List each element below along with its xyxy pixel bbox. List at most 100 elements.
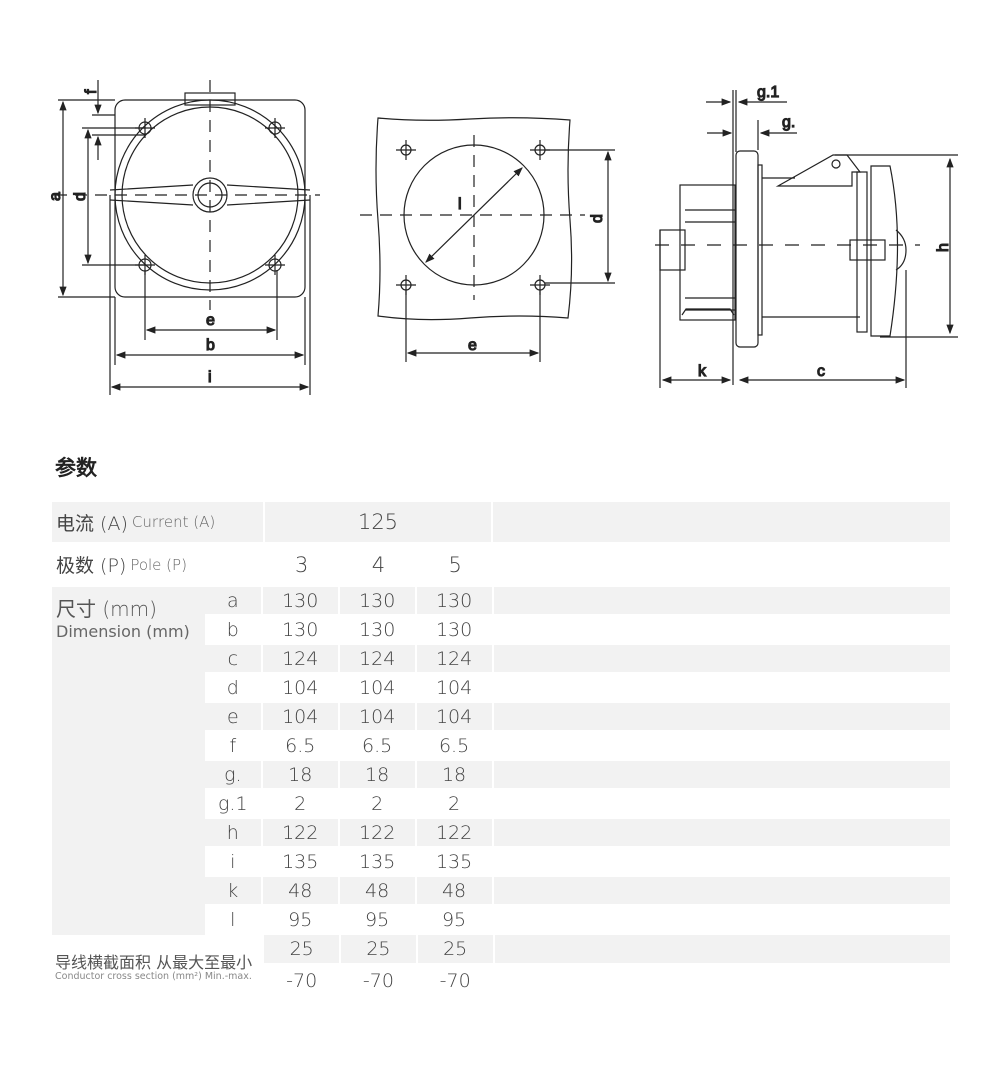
dimension-value: 135 [359, 850, 396, 873]
conductor-label-zh: 导线横截面积 从最大至最小 [55, 953, 253, 972]
dimension-key: g.1 [218, 792, 248, 815]
dimension-value: 104 [359, 676, 396, 699]
dimension-key: f [229, 734, 237, 757]
dimension-value: 6.5 [285, 734, 316, 757]
dimension-value: 130 [339, 587, 415, 614]
empty-cell [495, 965, 950, 997]
empty-cell [494, 935, 951, 963]
empty-cell [493, 645, 951, 672]
dimension-value: 95 [365, 908, 390, 931]
dimension-value: 122 [416, 819, 492, 846]
dimension-value: 104 [282, 676, 319, 699]
empty-cell [493, 877, 951, 904]
dimension-value: 130 [262, 587, 338, 614]
dimension-value: 124 [416, 645, 492, 672]
dimension-key: b [226, 618, 239, 641]
dimension-value: 104 [339, 703, 415, 730]
dimension-value: 6.5 [438, 734, 470, 757]
dimension-value: 130 [435, 618, 473, 641]
pole-label: 极数 (P)Pole (P) [52, 544, 262, 585]
empty-cell [493, 761, 951, 788]
dimension-value: 130 [359, 618, 396, 641]
dimension-value: 122 [262, 819, 338, 846]
dimension-value: 104 [262, 703, 338, 730]
empty-cell [494, 616, 950, 643]
empty-cell [495, 544, 950, 585]
front-view: a d f e b i [46, 80, 320, 395]
dim-label-k: k [698, 363, 707, 380]
dimension-value: 124 [262, 645, 338, 672]
dimension-row: f 6.5 6.5 6.5 [52, 732, 950, 759]
dim-label-g: g. [782, 114, 795, 131]
panel-cutout-view: l d e [360, 117, 615, 362]
dim-label-c: c [817, 363, 825, 380]
dimension-value: 18 [339, 761, 415, 788]
empty-cell [493, 703, 951, 730]
dimension-key: k [204, 877, 261, 904]
dimension-value: 135 [435, 850, 473, 873]
dimension-label-zh: 尺寸 (mm) [56, 597, 157, 621]
dimension-value: 48 [339, 877, 415, 904]
dimension-key: c [204, 645, 261, 672]
dimension-value: 124 [339, 645, 415, 672]
pole-value: 4 [371, 552, 386, 577]
current-label: 电流 (A)Current (A) [52, 502, 263, 542]
dim-label-d2: d [589, 214, 606, 223]
side-view: g.1 g. h k c [655, 83, 958, 388]
current-label-zh: 电流 (A) [56, 512, 128, 535]
dim-label-h: h [935, 243, 952, 252]
technical-drawing: a d f e b i l d e [46, 80, 958, 395]
dimension-key: d [226, 676, 239, 699]
pole-label-zh: 极数 (P) [56, 555, 127, 577]
dimension-row: i 135 135 135 [52, 848, 950, 875]
dim-label-l: l [458, 196, 462, 213]
empty-cell [493, 587, 951, 614]
dimension-value: 2 [294, 792, 307, 815]
dim-label-i: i [208, 369, 212, 386]
dimension-value: 2 [448, 792, 461, 815]
conductor-value: -70 [439, 970, 471, 992]
conductor-row: -70 -70 -70 [52, 965, 950, 997]
conductor-label-en: Conductor cross section (mm²) Min.-max. [55, 971, 252, 982]
dimension-value: 2 [371, 792, 384, 815]
dim-label-f: f [83, 89, 100, 94]
dimension-value: 18 [416, 761, 492, 788]
dim-label-g1: g.1 [757, 84, 779, 101]
dimension-label: 尺寸 (mm) Dimension (mm) [52, 587, 205, 935]
dimension-key: a [204, 587, 261, 614]
dimension-label-en: Dimension (mm) [56, 622, 190, 641]
pole-value: 5 [448, 552, 462, 577]
conductor-value: -70 [286, 970, 318, 992]
current-row: 电流 (A)Current (A) 125 [52, 502, 950, 542]
dim-label-e2: e [468, 337, 477, 354]
dimension-key: i [230, 850, 236, 873]
dimension-value: 122 [339, 819, 415, 846]
dimension-value: 6.5 [362, 734, 393, 757]
empty-cell [493, 819, 951, 846]
dim-label-d: d [72, 192, 89, 201]
dimension-value: 104 [416, 703, 492, 730]
pole-row: 极数 (P)Pole (P) 3 4 5 [52, 544, 950, 585]
dimension-value: 18 [262, 761, 338, 788]
dimension-row: g.1 2 2 2 [52, 790, 950, 817]
dimension-value: 48 [262, 877, 338, 904]
dimension-key: g. [204, 761, 261, 788]
empty-cell [494, 906, 950, 933]
conductor-value: 25 [341, 935, 416, 963]
pole-label-en: Pole (P) [130, 555, 187, 574]
empty-cell [494, 732, 950, 759]
empty-cell [494, 848, 950, 875]
dimension-value: 135 [282, 850, 319, 873]
dimension-key: h [204, 819, 261, 846]
dim-label-b: b [206, 337, 215, 354]
current-value: 125 [265, 502, 491, 542]
dim-label-e: e [206, 312, 215, 329]
conductor-value: -70 [362, 970, 394, 992]
